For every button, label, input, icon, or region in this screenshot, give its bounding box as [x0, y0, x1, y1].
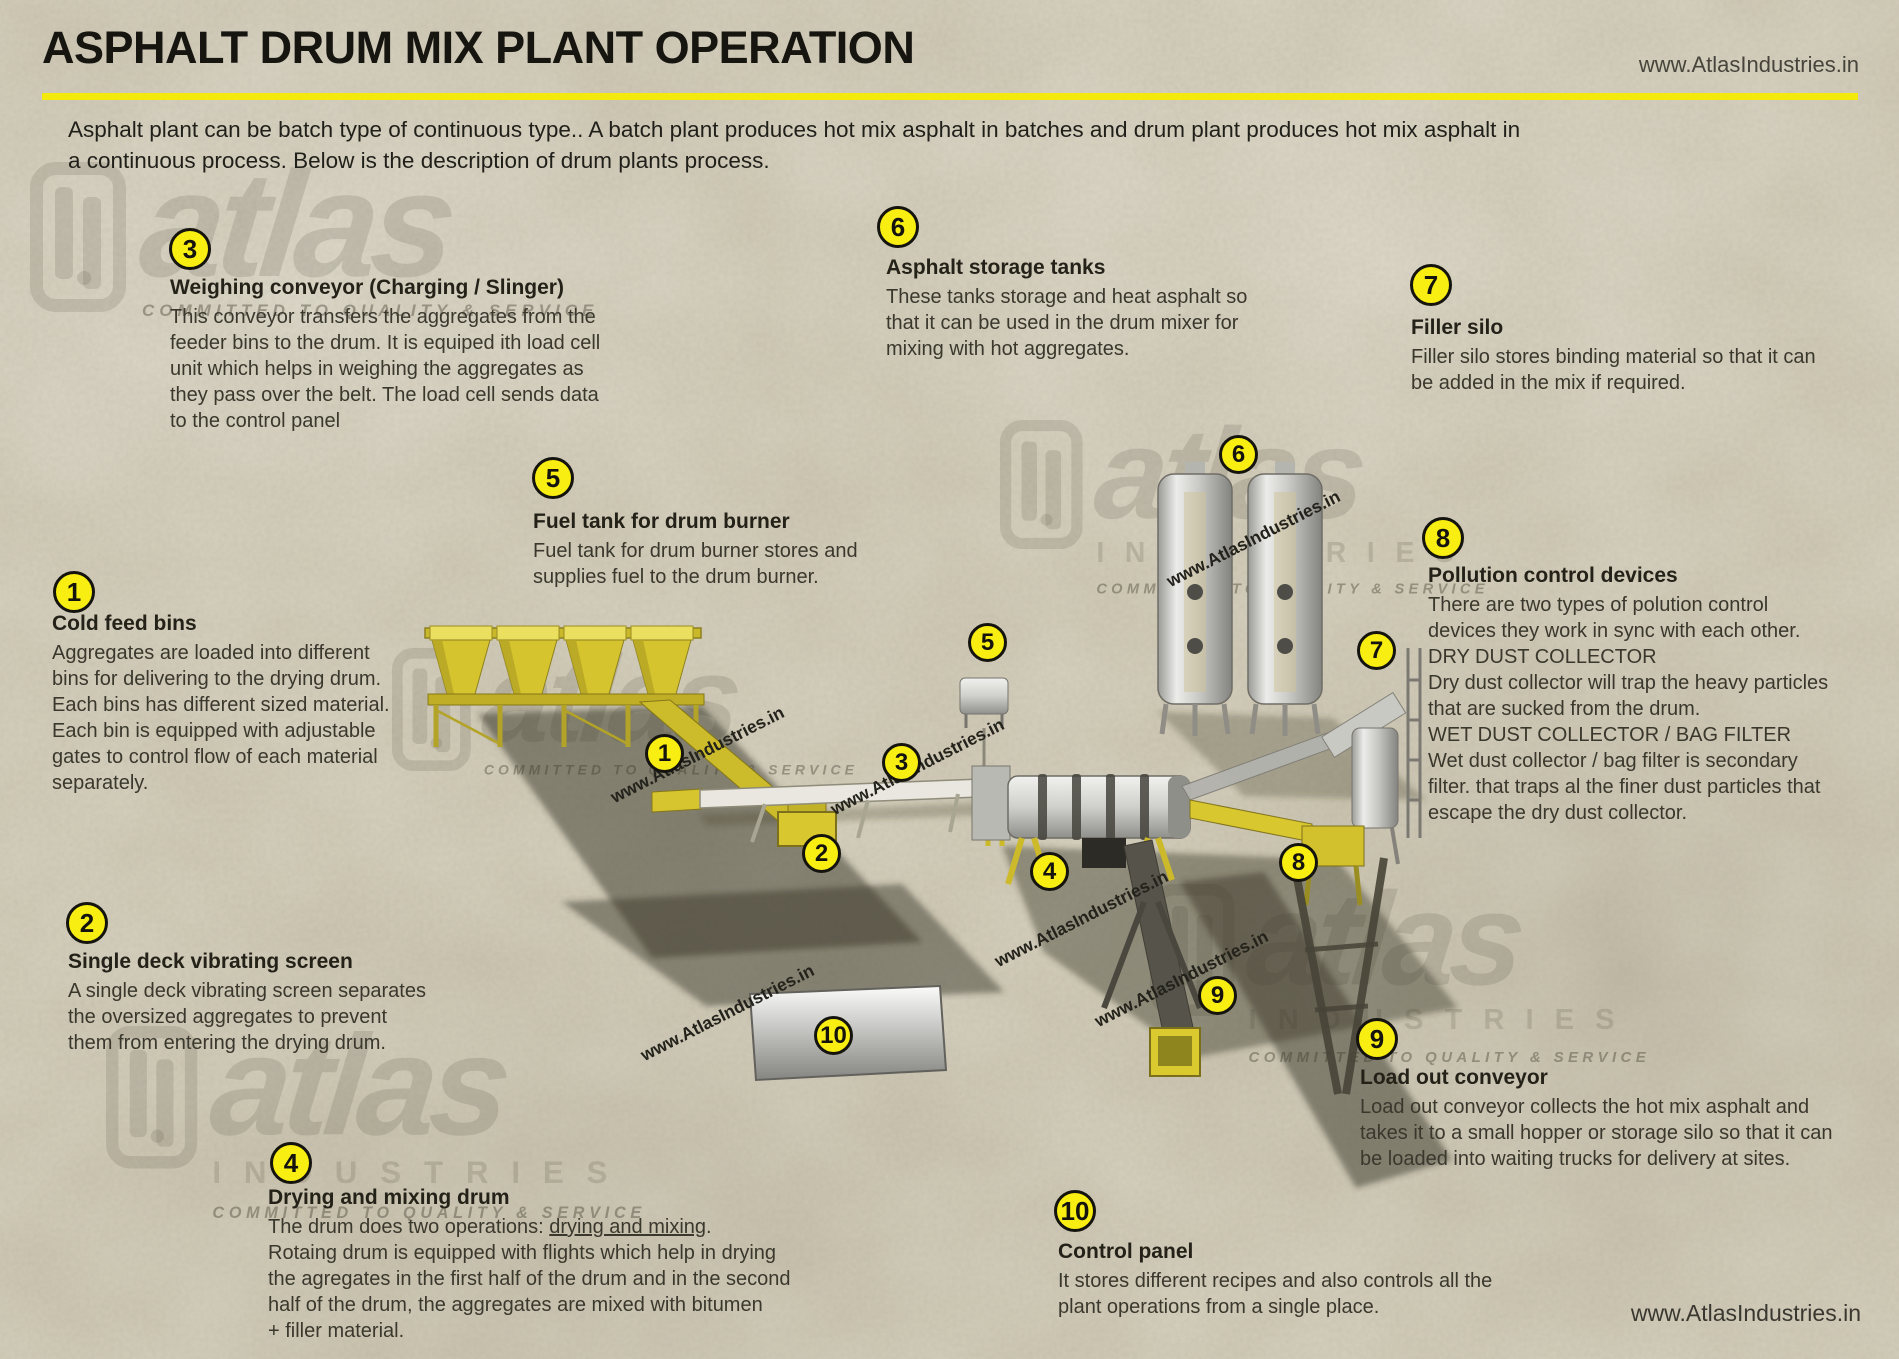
- callout-title-9: Load out conveyor: [1360, 1066, 1548, 1089]
- callout-title-3: Weighing conveyor (Charging / Slinger): [170, 276, 564, 299]
- diagram-marker-7: 7: [1357, 631, 1396, 670]
- callout-body-9: Load out conveyor collects the hot mix a…: [1360, 1096, 1833, 1170]
- callout-body-3: This conveyor transfers the aggregates f…: [170, 306, 601, 432]
- intro-paragraph: Asphalt plant can be batch type of conti…: [68, 117, 1521, 173]
- callout-body-5: Fuel tank for drum burner stores and sup…: [533, 540, 858, 588]
- callout-title-1: Cold feed bins: [52, 612, 197, 635]
- website-url-top: www.AtlasIndustries.in: [1638, 52, 1859, 77]
- feed-bin-1: [429, 625, 493, 695]
- drying-mixing-drum: [971, 765, 1191, 885]
- callout-body-4: The drum does two operations: drying and…: [268, 1216, 791, 1342]
- callout-title-4: Drying and mixing drum: [268, 1186, 510, 1209]
- cold-feed-bins: [424, 625, 705, 747]
- storage-frame: [1290, 857, 1388, 1095]
- callout-title-2: Single deck vibrating screen: [68, 950, 353, 973]
- diagram-marker-6: 6: [1219, 435, 1258, 474]
- feed-bin-3: [563, 625, 627, 695]
- filler-silo: [1321, 648, 1422, 865]
- callout-body-6: These tanks storage and heat asphalt so …: [886, 286, 1248, 360]
- feed-bin-4: [630, 625, 694, 695]
- ground-shadows: [478, 706, 1458, 1188]
- callout-body-8: There are two types of polution control …: [1428, 594, 1829, 824]
- callout-number-1: 1: [53, 571, 95, 613]
- callout-number-8: 8: [1422, 517, 1464, 559]
- asphalt-storage-tanks: [1157, 462, 1323, 736]
- callout-body-1: Aggregates are loaded into different bin…: [52, 642, 390, 794]
- underlined-phrase: drying and mixing: [549, 1216, 707, 1238]
- callout-number-4: 4: [270, 1142, 312, 1184]
- callout-body-2: A single deck vibrating screen separates…: [68, 980, 426, 1054]
- diagram-marker-5: 5: [968, 623, 1007, 662]
- diagram-marker-10: 10: [814, 1016, 853, 1055]
- silo-ladder: [1406, 648, 1422, 838]
- page-title: ASPHALT DRUM MIX PLANT OPERATION: [42, 22, 915, 73]
- callout-number-6: 6: [877, 206, 919, 248]
- callout-number-3: 3: [169, 228, 211, 270]
- diagram-marker-9: 9: [1198, 976, 1237, 1015]
- callout-title-7: Filler silo: [1411, 316, 1504, 339]
- asphalt-tank-1: [1157, 462, 1233, 736]
- feed-bin-2: [496, 625, 560, 695]
- diagram-marker-1: 1: [645, 734, 684, 773]
- diagram-marker-4: 4: [1030, 852, 1069, 891]
- callout-number-5: 5: [532, 457, 574, 499]
- diagram-marker-2: 2: [802, 834, 841, 873]
- weighing-conveyor: [651, 777, 1007, 843]
- diagram-marker-3: 3: [882, 743, 921, 782]
- callout-body-10: It stores different recipes and also con…: [1058, 1270, 1493, 1318]
- bin-braces: [435, 708, 629, 746]
- website-url-bottom: www.AtlasIndustries.in: [1630, 1300, 1861, 1326]
- asphalt-tank-2: [1247, 462, 1323, 736]
- title-underline: [42, 93, 1858, 100]
- callout-body-7: Filler silo stores binding material so t…: [1411, 346, 1816, 394]
- callout-number-9: 9: [1356, 1018, 1398, 1060]
- diagram-marker-8: 8: [1279, 843, 1318, 882]
- callout-number-2: 2: [66, 902, 108, 944]
- callout-title-8: Pollution control devices: [1428, 564, 1678, 587]
- callout-title-10: Control panel: [1058, 1240, 1194, 1263]
- load-out-conveyor: [1101, 839, 1388, 1095]
- fuel-tank: [959, 677, 1009, 772]
- callout-title-5: Fuel tank for drum burner: [533, 510, 790, 533]
- callout-number-10: 10: [1054, 1190, 1096, 1232]
- callout-title-6: Asphalt storage tanks: [886, 256, 1106, 279]
- callout-number-7: 7: [1410, 264, 1452, 306]
